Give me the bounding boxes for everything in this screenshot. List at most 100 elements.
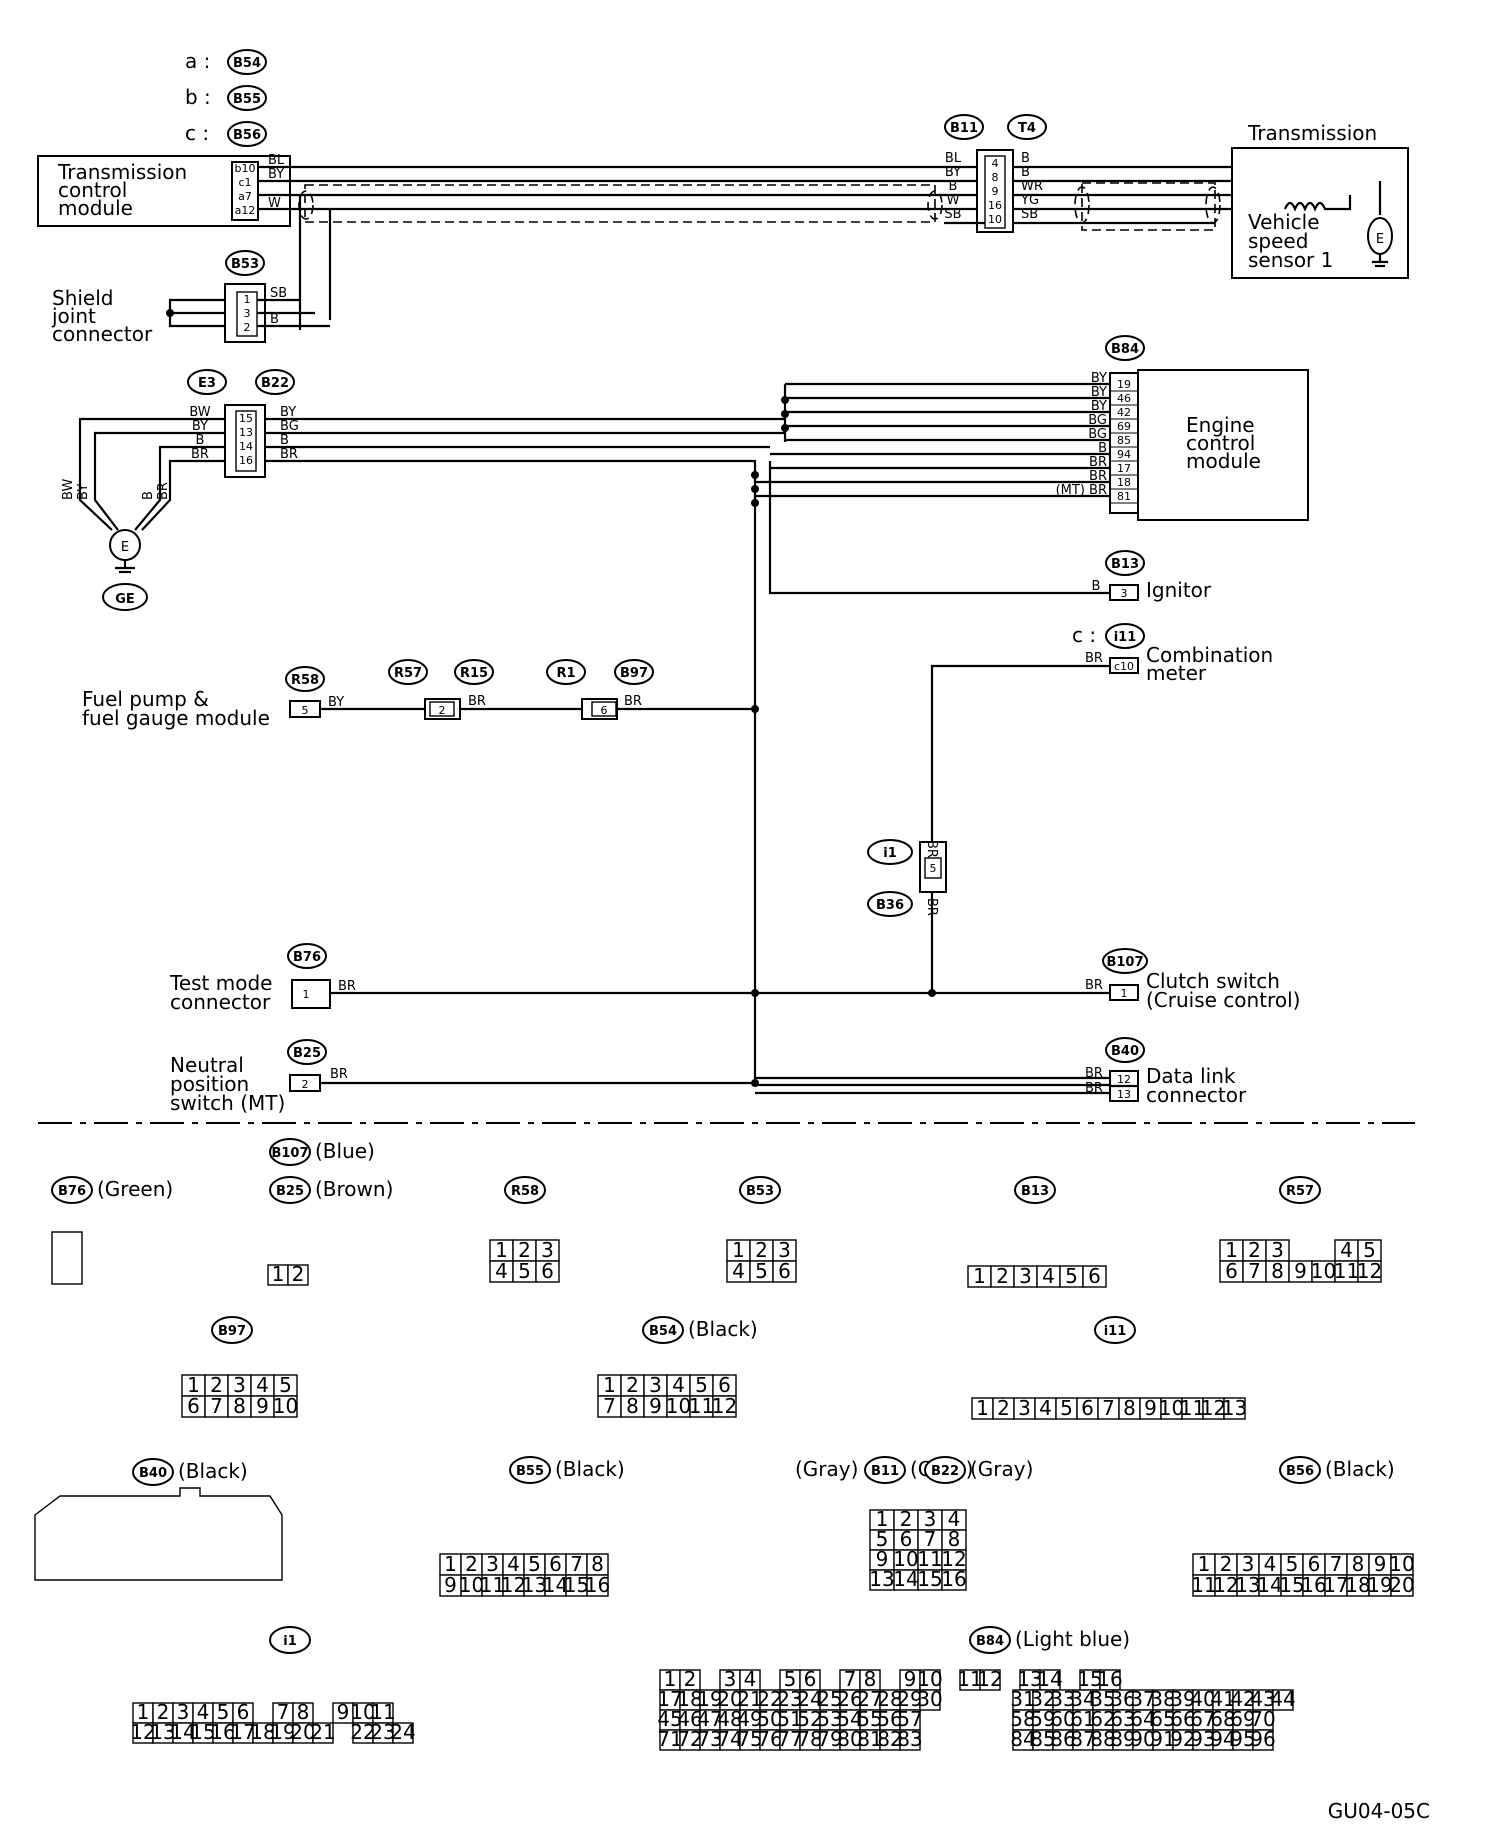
view-pin-B55: 1 [444, 1552, 457, 1576]
figure-code: GU04-05C [1328, 1799, 1430, 1823]
b11-pin-9: 9 [992, 185, 999, 198]
t4-wire-wr: WR [1021, 179, 1043, 194]
connector-e3-b22: E3 B22 15 13 14 16 BW BY B BR BY BG B BR [78, 369, 299, 531]
view-pin-R57: 9 [1294, 1259, 1307, 1283]
view-pin-B53: 1 [732, 1238, 745, 1262]
view-pin-B97: 2 [210, 1373, 223, 1397]
data-link-label-1: Data link [1146, 1064, 1236, 1088]
vss-label-3: sensor 1 [1248, 248, 1333, 272]
view-id-B25: B25 [276, 1184, 304, 1199]
view-pin-B54: 3 [649, 1373, 662, 1397]
view-pin-B55: 16 [585, 1573, 610, 1597]
view-pin-B84r: 91 [1150, 1727, 1175, 1751]
view-pin-B13: 3 [1019, 1264, 1032, 1288]
view-pin-B84r: 66 [1170, 1707, 1195, 1731]
clutch-switch-label-1: Clutch switch [1146, 969, 1280, 993]
view-pin-B56: 16 [1301, 1573, 1326, 1597]
i11-wire-br: BR [1085, 651, 1103, 666]
tcm-label-2: control [58, 178, 127, 202]
view-pin-R58: 5 [518, 1259, 531, 1283]
view-pin-B56: 9 [1374, 1552, 1387, 1576]
view-pin-i1: 21 [310, 1720, 335, 1744]
pin-key-a-connector: B54 [233, 56, 261, 71]
view-pin-B84l: 48 [717, 1707, 742, 1731]
view-pin-B84l: 20 [717, 1687, 742, 1711]
view-pin-B54: 8 [626, 1394, 639, 1418]
view-pin-i11: 1 [976, 1396, 989, 1420]
b107-wire-br: BR [1085, 978, 1103, 993]
r15-id: R15 [460, 666, 488, 681]
view-pin-i1: 22 [350, 1720, 375, 1744]
view-id-R58: R58 [511, 1184, 539, 1199]
view-pin-B84l: 82 [877, 1727, 902, 1751]
b25-wire-br: BR [330, 1067, 348, 1082]
view-pin-B84l: 75 [737, 1727, 762, 1751]
view-pin-B97: 6 [187, 1394, 200, 1418]
view-pin-cell [712, 1395, 737, 1418]
b84-pin-label: 42 [1117, 406, 1131, 419]
view-pin-i1: 2 [157, 1700, 170, 1724]
view-pin-i11: 2 [997, 1396, 1010, 1420]
view-pin-cell [772, 1260, 797, 1283]
t4-wire-b1: B [1021, 151, 1030, 166]
e3-wire-br: BR [191, 447, 209, 462]
view-pin-B84r: 94 [1210, 1727, 1235, 1751]
view-pin-i1: 19 [270, 1720, 295, 1744]
view-pin-B56: 5 [1286, 1552, 1299, 1576]
b11-pin-10: 10 [988, 213, 1002, 226]
view-pin-i1: 7 [277, 1700, 290, 1724]
view-id-B76: B76 [58, 1184, 86, 1199]
ground-wire-by: BY [76, 484, 91, 500]
view-pin-B84l: 47 [697, 1707, 722, 1731]
b97-wire-br: BR [624, 694, 642, 709]
b22-to-ecm-wires [265, 384, 1110, 1087]
e3-pin-16: 16 [239, 454, 253, 467]
b76-pin-1: 1 [303, 988, 310, 1001]
view-pin-B11: 7 [924, 1527, 937, 1551]
view-pin-i11: 8 [1123, 1396, 1136, 1420]
view-pin-cell [1252, 1729, 1274, 1751]
view-pin-B84l: 29 [897, 1687, 922, 1711]
view-pin-cell [941, 1569, 967, 1591]
view-pin-B84l: 49 [737, 1707, 762, 1731]
view-pin-B84r: 84 [1010, 1727, 1035, 1751]
b40-pin-12: 12 [1117, 1073, 1131, 1086]
view-pin-R57: 8 [1271, 1259, 1284, 1283]
b76-id: B76 [293, 950, 321, 965]
view-pin-B84r1: 5 [784, 1667, 797, 1691]
shield-label-3: connector [52, 322, 153, 346]
view-id-oval [269, 1138, 311, 1166]
b97-pin-6: 6 [601, 704, 608, 717]
view-pin-i1: 8 [297, 1700, 310, 1724]
view-pin-B84r1: 9 [904, 1667, 917, 1691]
combination-meter-label-1: Combination [1146, 643, 1273, 667]
b13-wire-b: B [1092, 579, 1101, 594]
view-pin-B84r: 32 [1030, 1687, 1055, 1711]
view-color-B55: (Black) [555, 1457, 625, 1481]
view-pin-B84r: 69 [1230, 1707, 1255, 1731]
b84-pin-label: 17 [1117, 462, 1131, 475]
view-pin-cell [287, 1264, 309, 1286]
view-pin-B56: 4 [1264, 1552, 1277, 1576]
view-pin-B84r: 87 [1070, 1727, 1095, 1751]
view-pin-B84r1: 15 [1077, 1667, 1102, 1691]
b25-pin-2: 2 [302, 1078, 309, 1091]
view-color-B40: (Black) [178, 1459, 248, 1483]
e3-pin-13: 13 [239, 426, 253, 439]
view-pin-B97: 5 [279, 1373, 292, 1397]
view-pin-B56: 1 [1198, 1552, 1211, 1576]
view-pin-B54: 4 [672, 1373, 685, 1397]
b84-wire-color: (MT) BR [1056, 483, 1107, 498]
shield-label-1: Shield [52, 286, 113, 310]
view-id-B56: B56 [1286, 1464, 1314, 1479]
b11-wire-by: BY [945, 165, 961, 180]
r57-id: R57 [394, 666, 422, 681]
t4-id-oval [1007, 114, 1047, 140]
view-pin-cell [1223, 1397, 1246, 1420]
view-id-oval [211, 1316, 253, 1344]
shield-joint-connector: Shield joint connector B53 1 3 2 SB B [51, 250, 330, 346]
view-color-B56: (Black) [1325, 1457, 1395, 1481]
test-mode-label-1: Test mode [169, 971, 272, 995]
view-id-B13: B13 [1021, 1184, 1049, 1199]
